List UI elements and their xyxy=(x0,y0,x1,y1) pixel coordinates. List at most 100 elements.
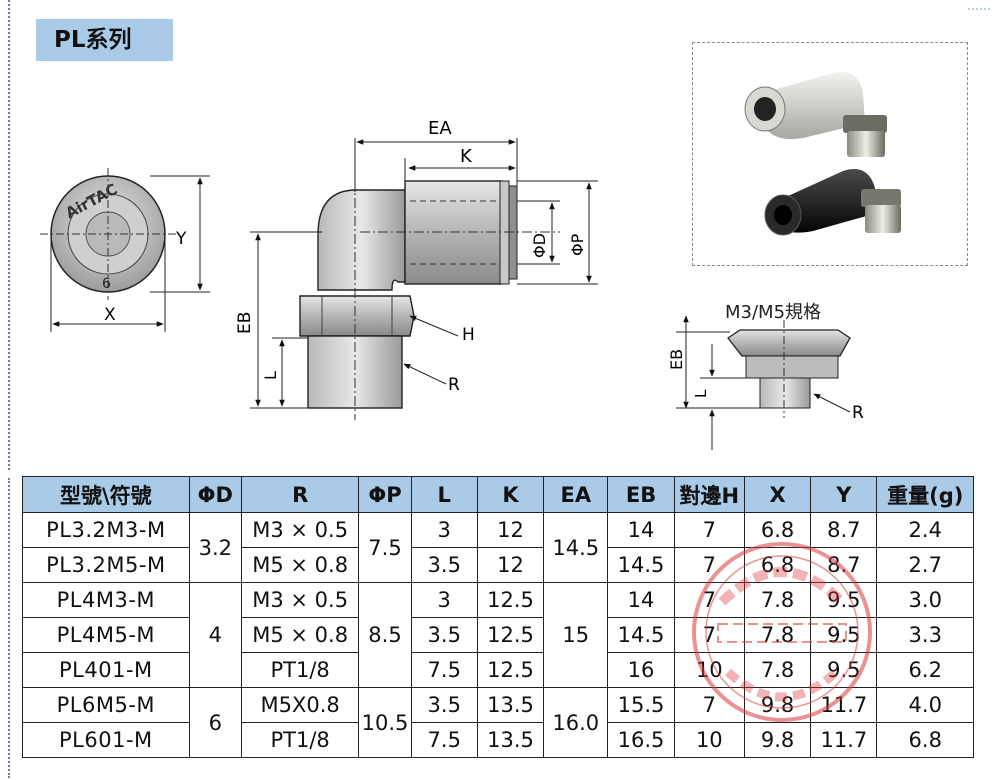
technical-drawing: AirTAC 6 Y X EA xyxy=(40,118,864,450)
eb-cell: 14 xyxy=(607,512,675,548)
left-border-dots xyxy=(8,0,10,470)
eb-cell: 14.5 xyxy=(607,617,675,653)
weight-cell: 6.8 xyxy=(876,722,974,758)
l-cell: 3.5 xyxy=(410,687,478,723)
col-header: K xyxy=(476,476,545,513)
dim-r: R xyxy=(448,375,460,395)
model-cell: PL4M3-M xyxy=(22,582,190,618)
k-cell: 12.5 xyxy=(476,582,545,618)
weight-cell: 2.7 xyxy=(876,547,974,583)
h-cell: 7 xyxy=(673,582,745,618)
dim-eb-small: EB xyxy=(667,349,686,370)
phi-p-cell: 10.5 xyxy=(358,687,412,758)
front-view: AirTAC 6 Y X xyxy=(40,168,210,332)
spec-table: 型號\符號 ΦD R ΦP L K EA EB 對邊H X Y 重量(g) PL… xyxy=(22,476,974,758)
dim-ea: EA xyxy=(428,118,452,139)
r-cell: M5 × 0.8 xyxy=(240,547,360,583)
table-row: PL4M5-M M5 × 0.8 3.5 12.5 14.5 7 7.8 9.5… xyxy=(22,617,974,653)
x-cell: 7.8 xyxy=(743,652,812,688)
l-cell: 3 xyxy=(410,582,478,618)
eb-cell: 16.5 xyxy=(607,722,675,758)
model-cell: PL4M5-M xyxy=(22,617,190,653)
l-cell: 7.5 xyxy=(410,722,478,758)
col-header: EA xyxy=(543,476,609,513)
dim-phi-d: ΦD xyxy=(530,233,549,258)
col-header: 重量(g) xyxy=(876,476,974,513)
h-cell: 10 xyxy=(673,652,745,688)
h-cell: 7 xyxy=(673,617,745,653)
dim-h: H xyxy=(462,325,475,345)
y-cell: 8.7 xyxy=(810,512,878,548)
col-header: ΦP xyxy=(358,476,412,513)
phi-d-cell: 6 xyxy=(188,687,242,758)
ea-cell: 14.5 xyxy=(543,512,609,583)
table-row: PL601-M PT1/8 7.5 13.5 16.5 10 9.8 11.7 … xyxy=(22,722,974,758)
r-cell: M3 × 0.5 xyxy=(240,512,360,548)
x-cell: 7.8 xyxy=(743,582,812,618)
k-cell: 13.5 xyxy=(476,722,545,758)
table-row: PL3.2M3-M 3.2 M3 × 0.5 7.5 3 12 14.5 14 … xyxy=(22,512,974,583)
model-cell: PL3.2M5-M xyxy=(22,547,190,583)
dim-l-small: L xyxy=(692,389,710,398)
spec-label: M3/M5規格 xyxy=(725,302,822,323)
dim-phi-p: ΦP xyxy=(568,233,587,256)
x-cell: 6.8 xyxy=(743,512,812,548)
y-cell: 11.7 xyxy=(810,722,878,758)
table-row: PL401-M PT1/8 7.5 12.5 16 10 7.8 9.5 6.2 xyxy=(22,652,974,688)
col-header: ΦD xyxy=(188,476,242,513)
ea-cell: 15 xyxy=(543,582,609,688)
r-cell: PT1/8 xyxy=(240,722,360,758)
weight-cell: 3.0 xyxy=(876,582,974,618)
phi-d-cell: 3.2 xyxy=(188,512,242,583)
dim-k: K xyxy=(460,146,473,167)
phi-p-cell: 7.5 xyxy=(358,512,412,583)
weight-cell: 6.2 xyxy=(876,652,974,688)
weight-cell: 3.3 xyxy=(876,617,974,653)
phi-d-cell: 4 xyxy=(188,582,242,688)
k-cell: 12 xyxy=(476,547,545,583)
product-photo xyxy=(692,42,968,266)
r-cell: M5 × 0.8 xyxy=(240,617,360,653)
eb-cell: 14.5 xyxy=(607,547,675,583)
k-cell: 12 xyxy=(476,512,545,548)
x-cell: 6.8 xyxy=(743,547,812,583)
y-cell: 8.7 xyxy=(810,547,878,583)
h-cell: 7 xyxy=(673,547,745,583)
model-cell: PL401-M xyxy=(22,652,190,688)
svg-text:6: 6 xyxy=(102,276,111,292)
dim-l: L xyxy=(261,371,280,380)
left-border-dots xyxy=(8,478,10,778)
y-cell: 9.5 xyxy=(810,582,878,618)
y-cell: 9.5 xyxy=(810,652,878,688)
col-header: EB xyxy=(607,476,675,513)
h-cell: 10 xyxy=(673,722,745,758)
l-cell: 3 xyxy=(410,512,478,548)
table-row: PL4M3-M 4 M3 × 0.5 8.5 3 12.5 15 14 7 7.… xyxy=(22,582,974,688)
model-cell: PL3.2M3-M xyxy=(22,512,190,548)
side-view: EA K ΦD ΦP EB L H R xyxy=(235,118,598,420)
r-cell: PT1/8 xyxy=(240,652,360,688)
col-header: X xyxy=(743,476,812,513)
l-cell: 3.5 xyxy=(410,617,478,653)
y-cell: 11.7 xyxy=(810,687,878,723)
h-cell: 7 xyxy=(673,687,745,723)
l-cell: 7.5 xyxy=(410,652,478,688)
k-cell: 12.5 xyxy=(476,617,545,653)
weight-cell: 4.0 xyxy=(876,687,974,723)
series-title: PL系列 xyxy=(36,19,173,61)
x-cell: 9.8 xyxy=(743,687,812,723)
phi-p-cell: 8.5 xyxy=(358,582,412,688)
dim-y: Y xyxy=(175,229,187,249)
col-header: 對邊H xyxy=(673,476,745,513)
model-cell: PL601-M xyxy=(22,722,190,758)
r-cell: M5X0.8 xyxy=(240,687,360,723)
table-row: PL6M5-M 6 M5X0.8 10.5 3.5 13.5 16.0 15.5… xyxy=(22,687,974,758)
l-cell: 3.5 xyxy=(410,547,478,583)
r-cell: M3 × 0.5 xyxy=(240,582,360,618)
dim-eb: EB xyxy=(235,312,255,334)
table-row: PL3.2M5-M M5 × 0.8 3.5 12 14.5 7 6.8 8.7… xyxy=(22,547,974,583)
col-header: Y xyxy=(810,476,878,513)
col-header: L xyxy=(410,476,478,513)
eb-cell: 14 xyxy=(607,582,675,618)
x-cell: 7.8 xyxy=(743,617,812,653)
